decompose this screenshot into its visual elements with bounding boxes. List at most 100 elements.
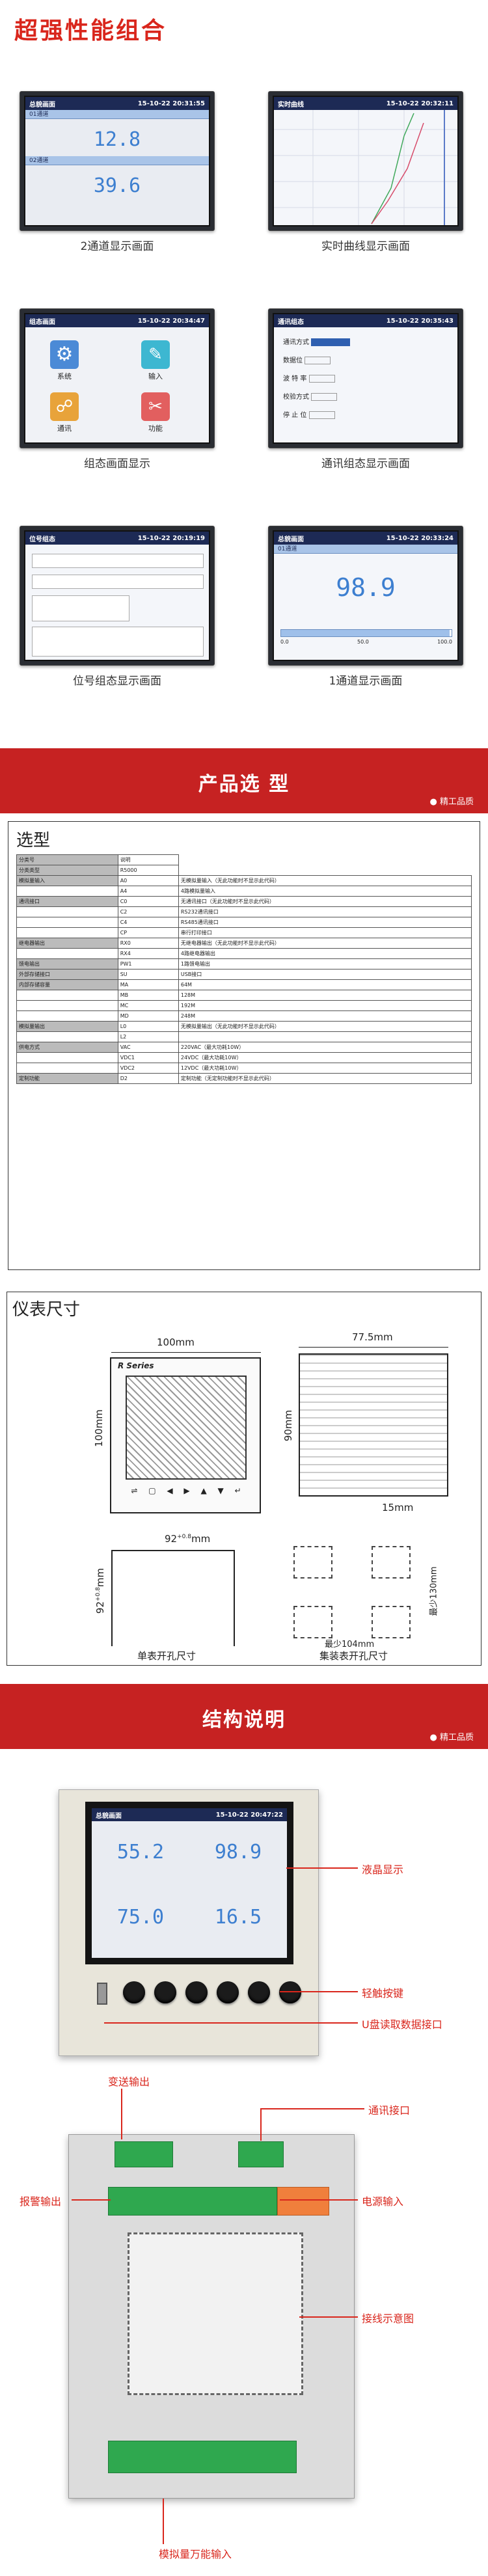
table-cell: A4 [117,886,179,897]
label-comm: 通讯接口 [368,2104,411,2117]
label-power: 电源输入 [362,2195,404,2208]
table-cell: 无继电器输出（无此功能时不显示此代码） [178,938,472,949]
table-cell: 定制功能 [16,1073,118,1084]
label-analog: 模拟量万能输入 [159,2548,232,2560]
table-cell [16,1063,118,1074]
table-cell [16,948,118,959]
label-lcd: 液晶显示 [362,1864,404,1876]
table-cell: PW1 [117,958,179,969]
table-cell: 24VDC（最大功耗10W） [178,1052,472,1063]
table-cell [16,906,118,917]
comm-row[interactable]: 通讯方式 [283,334,448,352]
table-cell: 模拟量输入 [16,875,118,886]
caption-comm: 通讯组态显示画面 [321,457,410,470]
dot-icon: ● [429,797,440,807]
table-cell: 继电器输出 [16,938,118,949]
key-down[interactable] [248,1981,270,2003]
trend-curve [274,110,457,225]
table-cell: 4路继电器输出 [178,948,472,959]
label-usb: U盘读取数据接口 [362,2018,442,2031]
input-icon: ✎ [141,340,170,369]
caption-1ch: 1通道显示画面 [329,675,403,688]
meter-side-view [299,1353,448,1497]
value-ch1: 12.8 [93,128,141,151]
config-system[interactable]: ⚙ 系统 [45,340,84,381]
table-cell: 1路馈电输出 [178,958,472,969]
config-input[interactable]: ✎ 输入 [136,340,175,381]
cutout-multi [293,1546,424,1644]
table-cell: 248M [178,1010,472,1022]
table-cell: C2 [117,906,179,917]
key-left[interactable] [154,1981,176,2003]
key-menu[interactable] [123,1981,145,2003]
table-cell: VDC1 [117,1052,179,1063]
comm-row[interactable]: 波 特 率 [283,370,448,388]
table-cell: R5000 [117,865,179,876]
table-cell: MB [117,990,179,1001]
table-cell: 分类号 [16,854,118,865]
table-cell: SU [117,969,179,980]
button-icon: ▢ [148,1486,156,1495]
comm-row[interactable]: 校验方式 [283,388,448,407]
table-cell: RX4 [117,948,179,959]
table-cell: CP [117,927,179,938]
table-cell: 无模拟量输入（无此功能时不显示此代码） [178,875,472,886]
key-up[interactable] [217,1981,239,2003]
key-right[interactable] [185,1981,208,2003]
comm-row[interactable]: 数据位 [283,352,448,370]
comm-row[interactable]: 停 止 位 [283,407,448,425]
table-cell: 串行打印接口 [178,927,472,938]
device-rear [68,2134,355,2499]
table-cell: MC [117,1000,179,1011]
table-cell: MD [117,1010,179,1022]
table-cell [16,1031,118,1042]
config-function[interactable]: ✂ 功能 [136,392,175,433]
table-cell: 通讯接口 [16,896,118,907]
table-cell: 外部存储接口 [16,969,118,980]
progress-bar [280,629,452,637]
table-cell: VDC2 [117,1063,179,1074]
table-cell: 内部存储容量 [16,979,118,990]
table-cell: A0 [117,875,179,886]
button-icon: ▶ [183,1486,190,1495]
key-enter[interactable] [279,1981,301,2003]
table-cell: VAC [117,1042,179,1053]
table-cell [16,927,118,938]
config-comm[interactable]: ☍ 通讯 [45,392,84,433]
tools-icon: ✂ [141,392,170,421]
banner-selection: 产品选 型 ● 精工品质 [0,748,488,813]
wiring-diagram [128,2232,303,2395]
label-keys: 轻触按键 [362,1987,404,2000]
caption-trend: 实时曲线显示画面 [321,240,410,253]
table-cell [178,1031,472,1042]
table-cell: 无模拟量输出（无此功能时不显示此代码） [178,1021,472,1032]
table-cell [16,1000,118,1011]
button-icon: ▼ [217,1486,224,1495]
table-cell: 192M [178,1000,472,1011]
value-1ch: 98.9 [336,573,396,602]
table-cell: 128M [178,990,472,1001]
usb-port[interactable] [97,1983,107,2005]
